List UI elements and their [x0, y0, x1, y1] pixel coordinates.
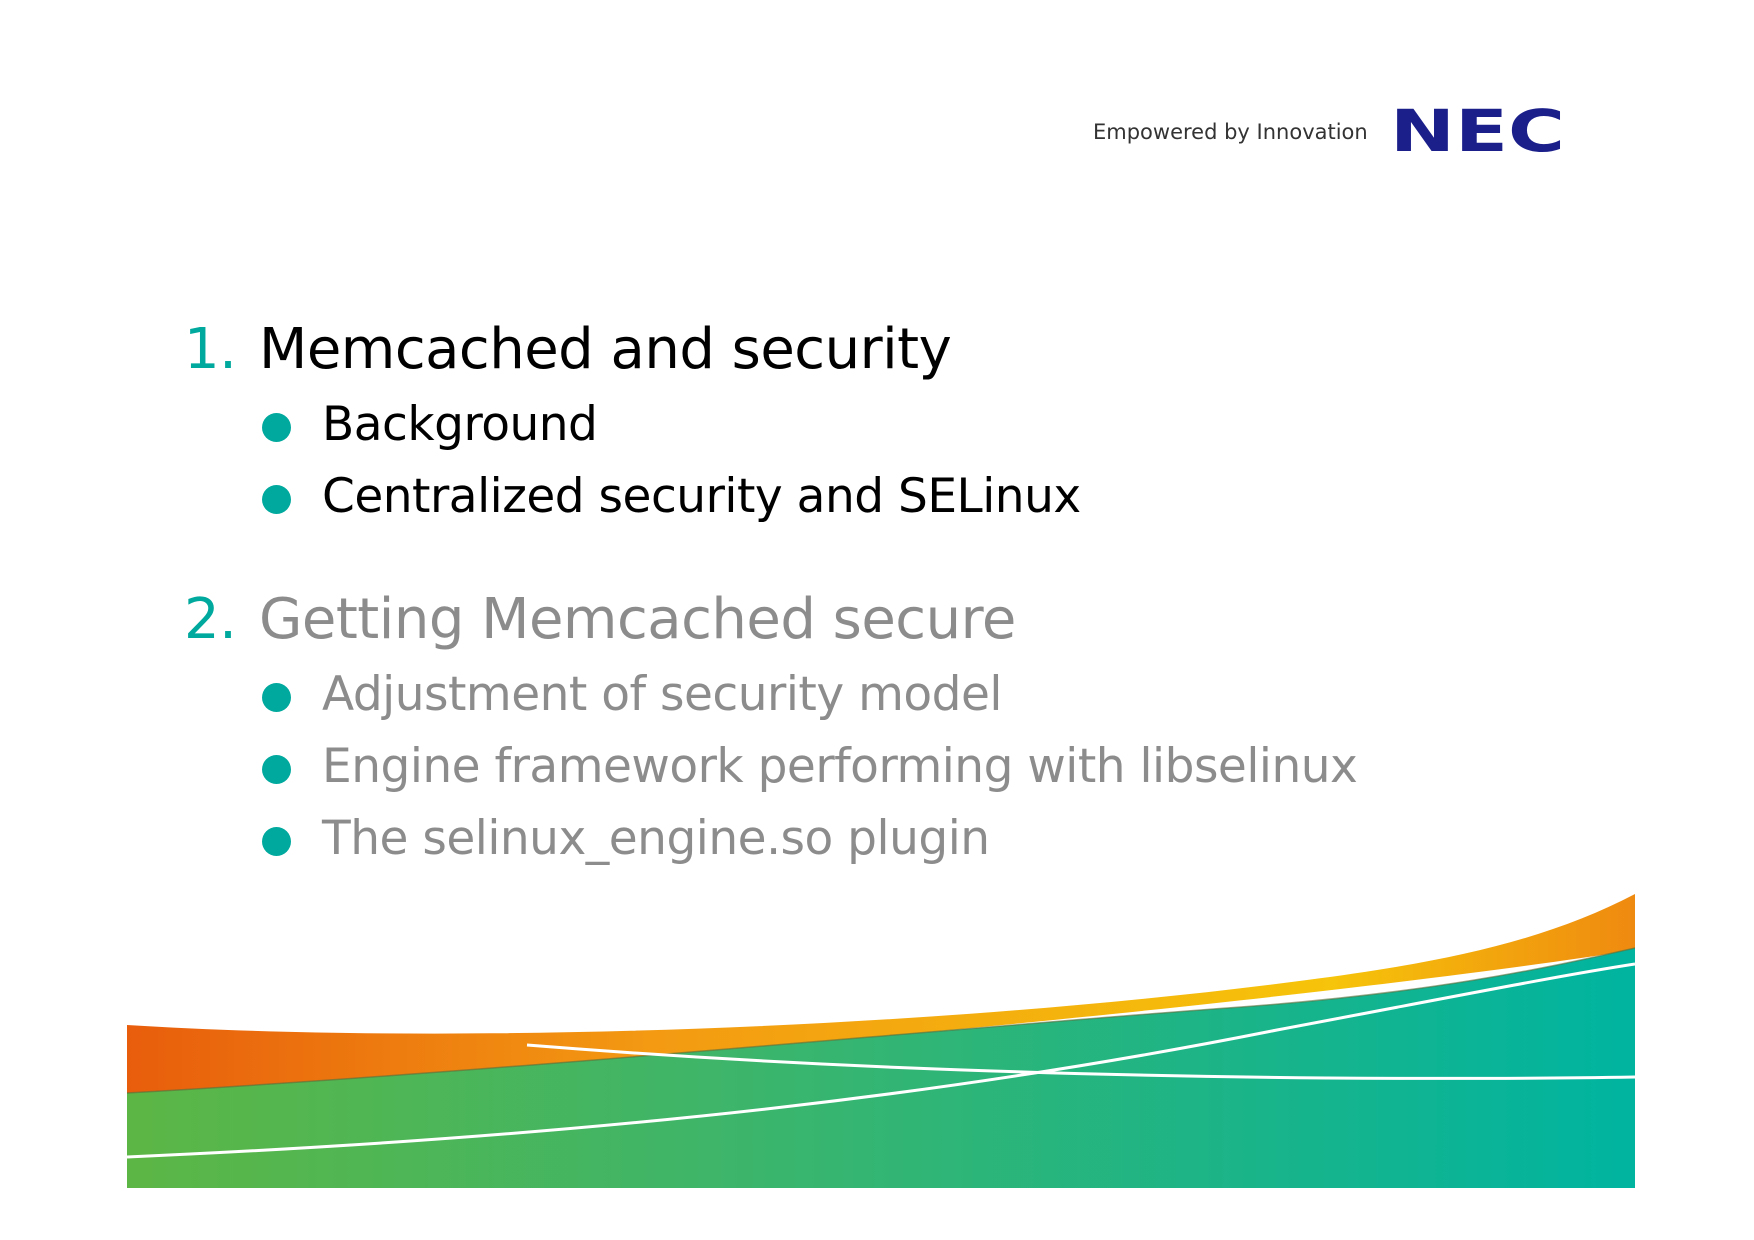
agenda-item-label: Adjustment of security model [322, 667, 1002, 722]
brand-header: Empowered by Innovation NEC [1093, 104, 1573, 168]
agenda-title: Memcached and security [259, 317, 952, 382]
agenda-item-label: Centralized security and SELinux [322, 469, 1081, 524]
brand-tagline: Empowered by Innovation [1093, 120, 1368, 144]
agenda-heading-2: 2.Getting Memcached secure [184, 592, 1016, 648]
bullet-icon [262, 683, 291, 712]
agenda-heading-1: 1. Memcached and security [184, 317, 952, 382]
nec-logo: NEC [1390, 104, 1565, 156]
wave-line-rising [127, 962, 1635, 1159]
wave-green-band [127, 948, 1635, 1188]
agenda-number: 2. [184, 587, 237, 652]
nec-logo-text: NEC [1390, 104, 1565, 156]
agenda-item-label: Engine framework performing with libseli… [322, 739, 1358, 794]
agenda: 1. Memcached and security Background Cent… [184, 317, 1358, 866]
decorative-wave-banner [127, 894, 1635, 1188]
agenda-title: Getting Memcached secure [259, 587, 1016, 652]
wave-line-flat [526, 1043, 1635, 1080]
bullet-icon [262, 755, 291, 784]
agenda-number: 1. [184, 317, 237, 382]
agenda-item-label: Background [322, 397, 598, 452]
wave-orange-band [127, 894, 1635, 1095]
bullet-icon [262, 485, 291, 514]
wave-divider [127, 947, 1635, 1094]
agenda-item-label: The selinux_engine.so plugin [322, 811, 990, 866]
bullet-icon [262, 827, 291, 856]
bullet-icon [262, 413, 291, 442]
